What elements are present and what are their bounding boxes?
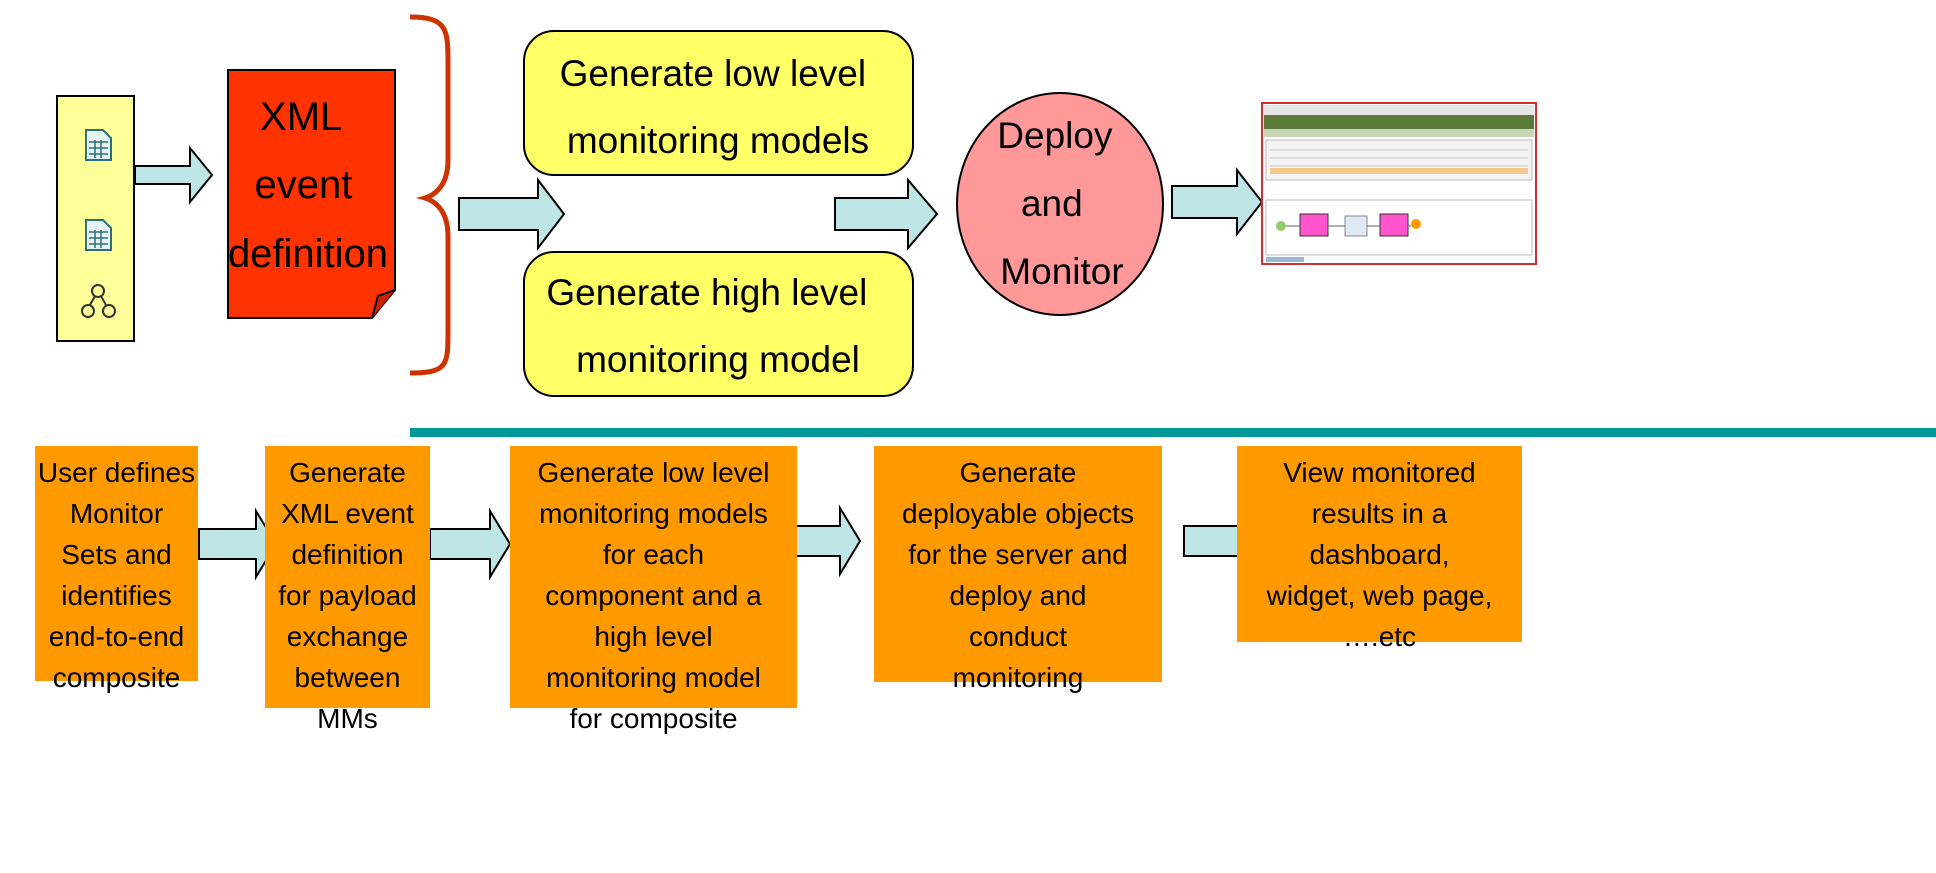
- spreadsheet-icon: [85, 129, 112, 161]
- stage-line: high level: [594, 621, 713, 652]
- stage-line: for composite: [569, 703, 738, 734]
- deploy-line: Deploy: [997, 115, 1113, 156]
- stage-line: end-to-end: [48, 621, 185, 652]
- stage-line: definition: [291, 539, 404, 570]
- flow-arrow: [834, 177, 939, 251]
- process-stage: View monitored results in a dashboard, w…: [1237, 446, 1522, 652]
- stage-line: composite: [52, 662, 181, 693]
- flow-arrow: [458, 177, 566, 251]
- flow-arrow: [134, 145, 214, 205]
- svg-text:XML event definition: XML event definition: [228, 95, 388, 276]
- deploy-line: Monitor: [1000, 251, 1123, 292]
- stage-line: dashboard,: [1309, 539, 1450, 570]
- stage-line: deployable objects: [902, 498, 1134, 529]
- stage-line: Sets and: [61, 539, 172, 570]
- stage-line: Generate low level: [537, 457, 770, 488]
- stage-line: exchange: [286, 621, 409, 652]
- grouping-brace: [409, 14, 451, 376]
- process-stage: Generate deployable objects for the serv…: [874, 446, 1162, 693]
- low-level-line: Generate low level: [560, 53, 866, 94]
- stage-line: MMs: [317, 703, 378, 734]
- process-stage: Generate XML event definition for payloa…: [265, 446, 430, 734]
- svg-text:Deploy and Monitor: Deploy and Monitor: [997, 115, 1123, 292]
- high-level-line: monitoring model: [576, 339, 860, 380]
- stage-line: Generate: [289, 457, 406, 488]
- xml-box-line: event: [255, 163, 353, 207]
- xml-box-line: definition: [228, 232, 388, 276]
- svg-text:Generate high level monito: Generate high level monitoring model: [546, 272, 877, 380]
- dashboard-screenshot-thumbnail: [1261, 102, 1537, 265]
- stage-line: Monitor: [69, 498, 164, 529]
- deploy-line: and: [1021, 183, 1083, 224]
- stage-line: monitoring: [952, 662, 1084, 693]
- stage-line: for the server and: [908, 539, 1128, 570]
- low-level-models-bubble: [523, 30, 914, 176]
- deploy-monitor-circle: [956, 92, 1164, 316]
- spreadsheet-icon: [85, 219, 112, 251]
- stage-line: for each: [602, 539, 705, 570]
- stage-line: conduct: [968, 621, 1068, 652]
- svg-text:Generate low level monitor: Generate low level monitoring models: [560, 53, 877, 161]
- flow-arrow: [1171, 167, 1264, 237]
- stage-line: between: [294, 662, 401, 693]
- stage-line: monitoring models: [539, 498, 768, 529]
- stage-line: component and a: [545, 580, 762, 611]
- xml-box-line: XML: [260, 95, 341, 139]
- process-stage: User defines Monitor Sets and identifies…: [35, 446, 198, 693]
- process-stage: Generate low level monitoring models for…: [510, 446, 797, 734]
- stage-line: User defines: [37, 457, 196, 488]
- flow-arrow: [429, 507, 512, 581]
- tree-hierarchy-icon: [81, 284, 116, 318]
- stage-line: Generate: [959, 457, 1077, 488]
- section-divider: [410, 428, 1936, 437]
- input-documents-panel: [56, 95, 135, 342]
- low-level-line: monitoring models: [567, 120, 869, 161]
- stage-line: XML event: [281, 498, 414, 529]
- stage-line: deploy and: [949, 580, 1087, 611]
- stage-line: monitoring model: [546, 662, 761, 693]
- high-level-line: Generate high level: [546, 272, 867, 313]
- high-level-model-bubble: [523, 251, 914, 397]
- stage-line: widget, web page,: [1266, 580, 1493, 611]
- stage-line: results in a: [1311, 498, 1448, 529]
- stage-line: View monitored: [1283, 457, 1476, 488]
- stage-line: for payload: [278, 580, 417, 611]
- stage-line: identifies: [61, 580, 172, 611]
- stage-line: ….etc: [1342, 621, 1417, 652]
